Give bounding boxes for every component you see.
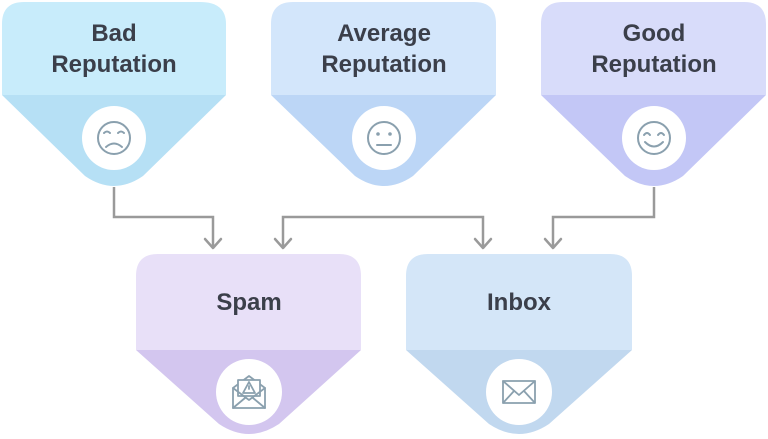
destination-spam-top (136, 254, 361, 350)
destination-inbox: Inbox (406, 254, 632, 434)
connector-average-to-spam (281, 215, 384, 247)
arrowhead-good-to-inbox (543, 237, 563, 250)
destination-inbox-top (406, 254, 632, 350)
source-good-top (541, 2, 766, 95)
connector-good-to-inbox (551, 187, 656, 247)
connector-bad-to-spam (112, 187, 215, 247)
source-bad-reputation: Bad Reputation (2, 2, 226, 186)
sad-face-icon (97, 121, 131, 155)
neutral-face-icon (367, 121, 401, 155)
destination-inbox-icon-circle (486, 359, 552, 425)
envelope-icon (502, 380, 536, 404)
destination-inbox-label: Inbox (487, 289, 552, 316)
arrowhead-average-to-inbox (473, 237, 493, 250)
source-good-icon-circle (622, 106, 686, 170)
source-average-label-line-2: Reputation (321, 51, 446, 78)
source-bad-icon-circle (82, 106, 146, 170)
source-average-reputation: Average Reputation (271, 2, 496, 186)
spam-envelope-icon (232, 375, 266, 409)
source-good-reputation: Good Reputation (541, 2, 766, 186)
arrowhead-average-to-spam (273, 237, 293, 250)
destination-spam-label: Spam (216, 289, 281, 316)
source-average-label-line-1: Average (337, 20, 431, 47)
source-bad-label-line-1: Bad (91, 20, 136, 47)
source-good-label-line-2: Reputation (591, 51, 716, 78)
source-average-icon-circle (352, 106, 416, 170)
connector-average-to-inbox (384, 215, 485, 247)
destination-spam: Spam (136, 254, 361, 434)
connectors (112, 187, 656, 250)
arrowhead-bad-to-spam (203, 237, 223, 250)
source-bad-label-line-2: Reputation (51, 51, 176, 78)
source-good-label-line-1: Good (623, 20, 686, 47)
source-average-top (271, 2, 496, 95)
happy-face-icon (637, 121, 671, 155)
source-bad-top (2, 2, 226, 95)
